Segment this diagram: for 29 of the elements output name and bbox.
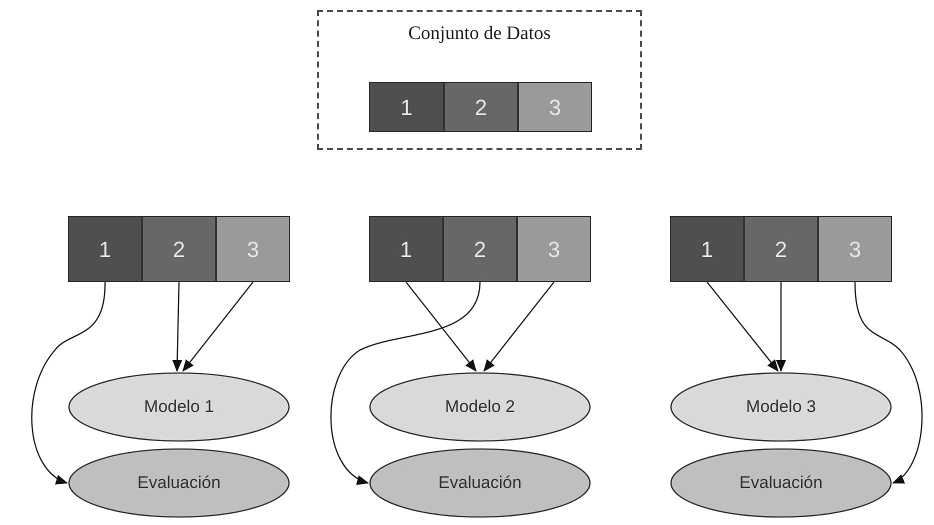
node-label: Modelo 2 <box>445 396 515 418</box>
data-fold-cell: 1 <box>670 216 744 282</box>
node-label: Evaluación <box>438 472 522 494</box>
data-fold-cell: 2 <box>443 216 517 282</box>
node-label: Modelo 1 <box>144 396 214 418</box>
arrow <box>483 282 555 372</box>
node-label: Evaluación <box>739 472 823 494</box>
data-fold-cell: 3 <box>216 216 290 282</box>
node-label: Evaluación <box>137 472 221 494</box>
arrow <box>330 282 481 484</box>
data-fold-cell: 1 <box>369 216 443 282</box>
data-fold-cell: 2 <box>444 82 518 132</box>
node-label: Modelo 3 <box>746 396 816 418</box>
arrow <box>706 282 779 372</box>
arrow <box>405 282 477 372</box>
dataset-frame <box>317 10 642 150</box>
data-fold-cell: 2 <box>142 216 216 282</box>
data-fold-cell: 3 <box>517 216 591 282</box>
arrow <box>172 282 182 372</box>
frame-title: Conjunto de Datos <box>407 22 552 46</box>
arrow <box>182 282 254 372</box>
data-fold-cell: 3 <box>518 82 592 132</box>
data-fold-cell: 1 <box>369 82 444 132</box>
data-fold-cell: 1 <box>68 216 142 282</box>
data-fold-cell: 2 <box>744 216 818 282</box>
arrow <box>854 282 923 484</box>
data-fold-cell: 3 <box>818 216 892 282</box>
arrow <box>31 282 106 484</box>
arrow <box>776 282 786 372</box>
